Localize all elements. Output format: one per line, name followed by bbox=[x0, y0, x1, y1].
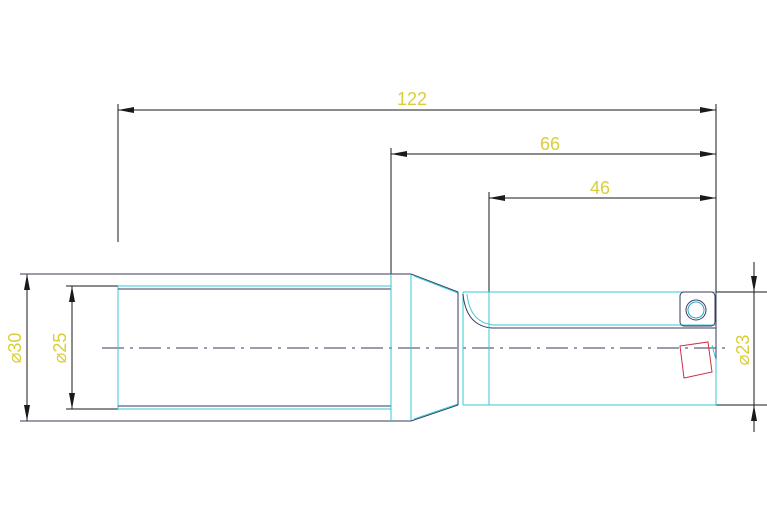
arrowhead-cut-bottom bbox=[751, 405, 757, 421]
dimension-head-length: 66 bbox=[390, 134, 716, 275]
tool-head bbox=[462, 291, 717, 406]
flute-curve bbox=[462, 293, 716, 329]
arrowhead-overall-left bbox=[118, 107, 134, 113]
insert-bottom-body bbox=[679, 341, 713, 379]
dimension-text-shank: ⌀30 bbox=[5, 333, 25, 364]
dimension-text-overall: 122 bbox=[397, 89, 427, 109]
arrowhead-shank-top bbox=[24, 274, 30, 290]
dimension-text-head: 66 bbox=[540, 134, 560, 154]
arrowhead-overall-right bbox=[700, 107, 716, 113]
dimension-text-flute: 46 bbox=[590, 178, 610, 198]
head-front-chamfer bbox=[711, 344, 717, 405]
arrowhead-head-left bbox=[391, 151, 407, 157]
arrowhead-flute-left bbox=[489, 195, 505, 201]
arrowhead-head-right bbox=[700, 151, 716, 157]
dimension-overall-length: 122 bbox=[117, 89, 717, 300]
insert-bottom bbox=[679, 341, 713, 379]
dimension-text-bore: ⌀25 bbox=[50, 333, 70, 364]
taper-hidden-bottom bbox=[413, 403, 459, 420]
taper-hidden-top bbox=[413, 275, 459, 294]
flute-curve-hidden bbox=[466, 293, 716, 326]
dimension-flute-length: 46 bbox=[488, 178, 716, 295]
arrowhead-bore-bottom bbox=[69, 393, 75, 409]
arrowhead-bore-top bbox=[69, 286, 75, 302]
insert-top-body bbox=[679, 291, 716, 327]
arrowhead-cut-top bbox=[751, 276, 757, 292]
arrowhead-flute-right bbox=[700, 195, 716, 201]
taper-bottom bbox=[410, 404, 459, 422]
dimension-bore-diameter: ⌀25 bbox=[50, 285, 118, 410]
insert-screw-hole-icon bbox=[685, 299, 707, 321]
taper-top bbox=[410, 273, 459, 293]
arrowhead-shank-bottom bbox=[24, 405, 30, 421]
insert-top bbox=[679, 291, 716, 327]
insert-screw-hole-inner-icon bbox=[687, 301, 705, 319]
tool-shank bbox=[20, 273, 411, 422]
dimension-cutting-diameter: ⌀23 bbox=[716, 262, 767, 432]
tool-collar bbox=[390, 273, 464, 422]
dimension-text-cut: ⌀23 bbox=[733, 335, 753, 366]
